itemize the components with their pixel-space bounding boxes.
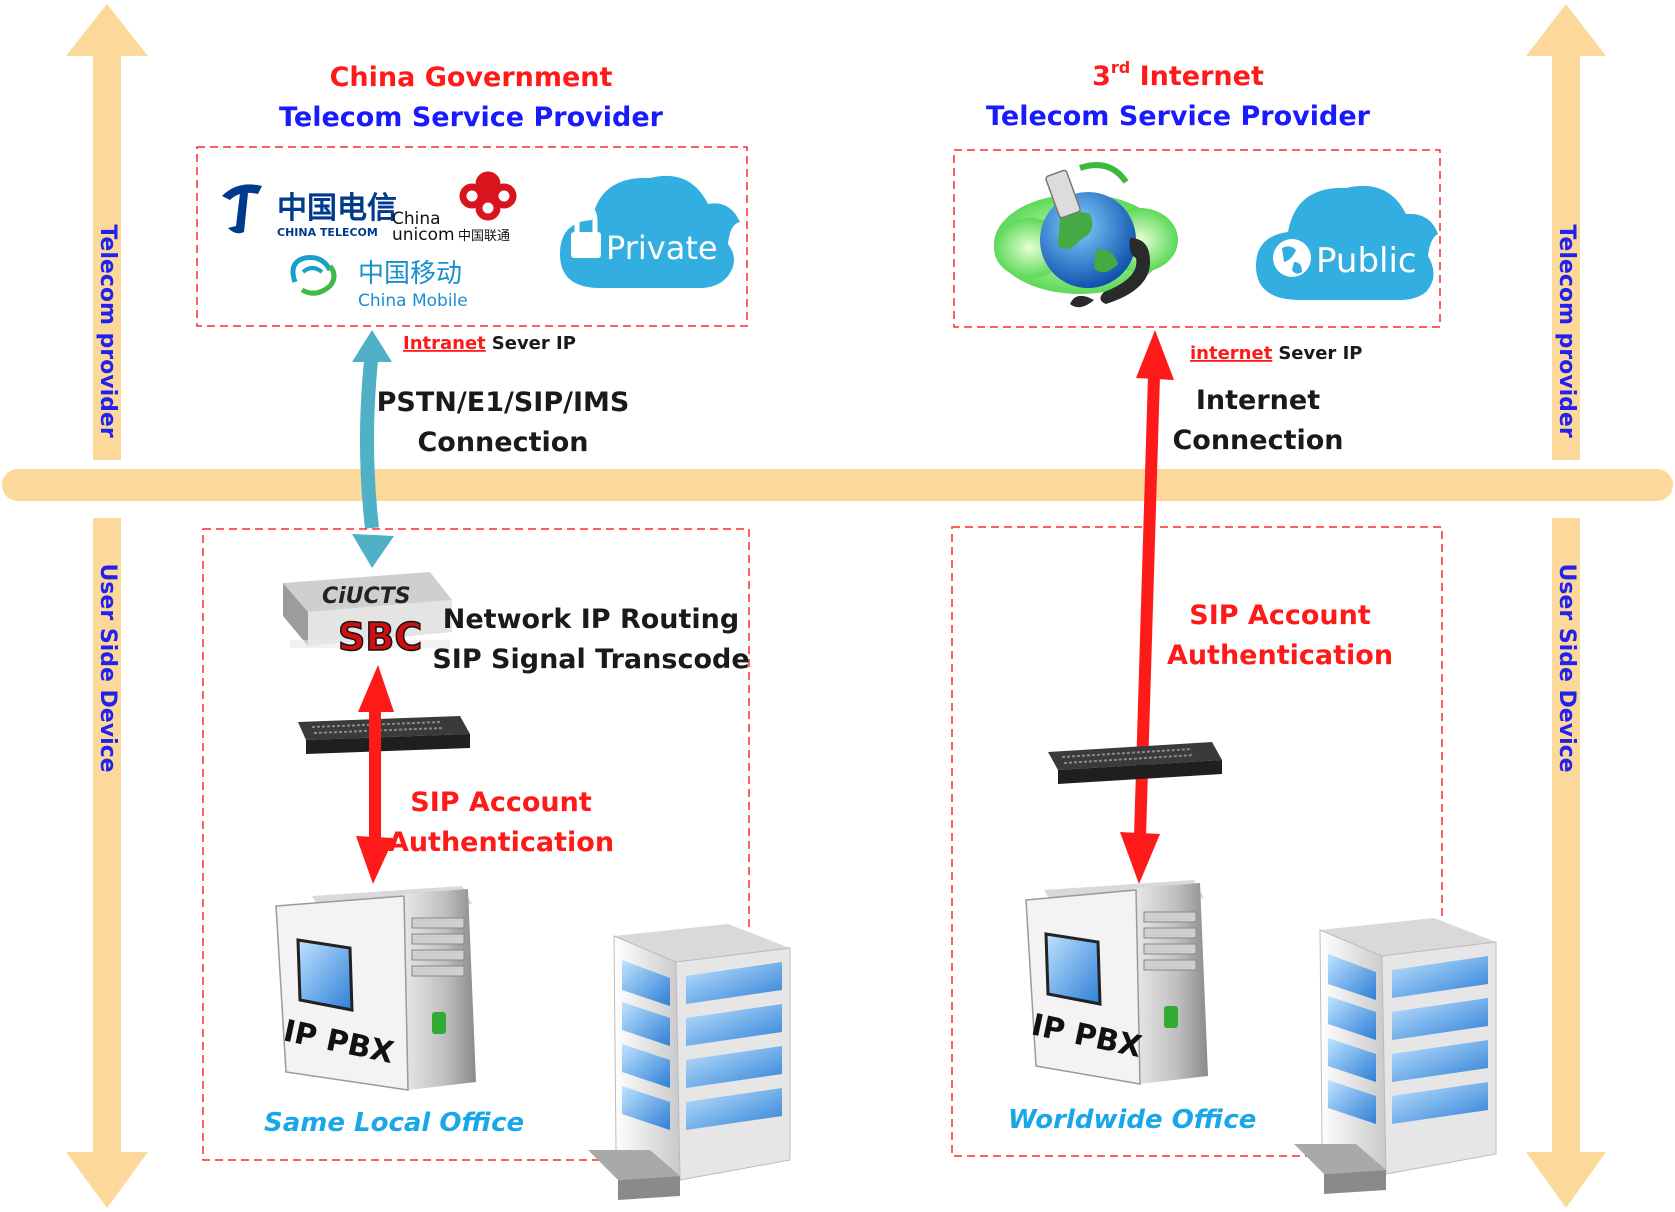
left-user-side-arrow (66, 518, 148, 1208)
china-unicom-logo: China unicom 中国联通 (392, 171, 517, 245)
right-title-rest: Internet (1130, 61, 1264, 92)
left-office-box (202, 528, 750, 1161)
padlock-icon (571, 205, 601, 258)
right-provider-title-line1: 3rd Internet (1092, 58, 1264, 92)
china-mobile-logo: 中国移动 China Mobile (290, 255, 468, 311)
left-telecom-provider-label: Telecom provider (95, 224, 120, 437)
same-local-office-label: Same Local Office (264, 1108, 524, 1138)
right-user-side-arrow (1526, 518, 1606, 1208)
china-telecom-en-text: CHINA TELECOM (277, 226, 378, 239)
china-mobile-cn-text: 中国移动 (358, 259, 462, 289)
left-telecom-provider-arrow (66, 4, 148, 460)
internet-telephony-icon (994, 162, 1178, 308)
right-provider-title-line2: Telecom Service Provider (986, 101, 1371, 132)
right-telecom-provider-arrow (1526, 4, 1606, 460)
public-cloud-icon: Public (1256, 185, 1438, 300)
china-unicom-knot-icon (459, 171, 517, 221)
pstn-connection-line2: Connection (417, 427, 588, 458)
sbc-device: CiUCTS SBC (283, 572, 452, 660)
intranet-sever-ip-text: Sever IP (492, 333, 576, 354)
left-provider-box (196, 146, 748, 327)
internet-connection-line2: Connection (1172, 425, 1343, 456)
routing-line1: Network IP Routing (443, 604, 740, 635)
left-ip-pbx-server: IP PBX (275, 886, 476, 1091)
china-telecom-logo: 中国电信 CHINA TELECOM (222, 184, 397, 239)
right-sip-auth-arrow (1120, 330, 1174, 884)
china-mobile-icon (290, 255, 337, 296)
internet-underlined-word: internet (1190, 343, 1273, 364)
right-user-side-label: User Side Device (1554, 563, 1579, 772)
left-sip-auth-arrow (356, 665, 394, 884)
private-cloud-icon: Private (560, 175, 740, 288)
sbc-label: SBC (338, 615, 422, 659)
sbc-brand-label: CiUCTS (322, 584, 411, 609)
left-office-building-icon (588, 924, 791, 1200)
pstn-connection-arrow (352, 330, 394, 568)
server-status-light (1164, 1006, 1178, 1028)
china-unicom-en1-text: China (392, 209, 441, 229)
right-provider-box (953, 149, 1441, 328)
worldwide-office-label: Worldwide Office (1008, 1105, 1256, 1135)
server-status-light (432, 1012, 446, 1034)
intranet-underlined-word: Intranet (403, 333, 486, 354)
routing-line2: SIP Signal Transcode (432, 644, 749, 675)
monitor-icon (1044, 932, 1102, 1006)
right-sip-auth-line1: SIP Account (1189, 600, 1371, 631)
monitor-icon (296, 938, 354, 1012)
mobile-phone-icon (1045, 169, 1081, 219)
left-provider-title-line1: China Government (330, 62, 613, 93)
right-office-building-icon (1294, 918, 1497, 1194)
horizontal-divider-band (2, 469, 1673, 501)
china-unicom-cn-text: 中国联通 (458, 229, 510, 244)
public-cloud-label: Public (1316, 241, 1417, 281)
globe-icon (1273, 239, 1311, 277)
left-sip-auth-line1: SIP Account (410, 787, 592, 818)
network-switch-icon (1048, 742, 1222, 784)
internet-connection-line1: Internet (1196, 385, 1320, 416)
pstn-connection-line1: PSTN/E1/SIP/IMS (377, 387, 630, 418)
internet-sever-ip-text: Sever IP (1278, 343, 1362, 364)
phone-handset-icon (1070, 238, 1150, 308)
left-sip-auth-line2: Authentication (388, 827, 614, 858)
china-telecom-icon (222, 184, 262, 234)
right-title-number: 3 (1092, 61, 1111, 92)
china-telecom-cn-text: 中国电信 (277, 191, 397, 226)
china-unicom-en2-text: unicom (392, 225, 455, 245)
right-ip-pbx-server: IP PBX (1025, 880, 1208, 1085)
right-title-superscript: rd (1111, 58, 1130, 77)
china-mobile-en-text: China Mobile (358, 291, 468, 311)
right-sip-auth-line2: Authentication (1167, 640, 1393, 671)
left-user-side-label: User Side Device (95, 563, 120, 772)
right-telecom-provider-label: Telecom provider (1554, 224, 1579, 437)
globe-icon (1040, 192, 1136, 288)
intranet-server-ip-label: Intranet Sever IP (403, 333, 576, 354)
private-cloud-label: Private (606, 229, 718, 267)
left-provider-title-line2: Telecom Service Provider (279, 102, 664, 133)
network-switch-icon (298, 716, 470, 754)
sync-arrow-icon (1079, 162, 1129, 184)
